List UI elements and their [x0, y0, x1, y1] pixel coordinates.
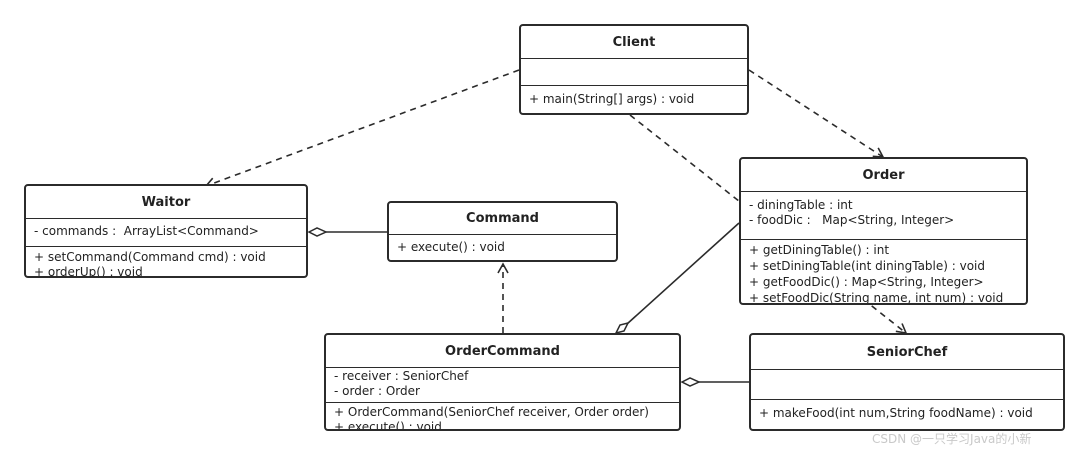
- class-name: Client: [521, 26, 747, 59]
- operations-section: + execute() : void: [389, 235, 616, 257]
- class-name: OrderCommand: [326, 335, 679, 368]
- operations-section: + makeFood(int num,String foodName) : vo…: [751, 400, 1063, 423]
- aggregation-diamond-waitor: [307, 227, 328, 237]
- aggregation-diamond-order: [614, 321, 630, 335]
- attributes-section: - commands : ArrayList<Command>: [26, 219, 306, 247]
- class-name: Order: [741, 159, 1026, 192]
- watermark: CSDN @一只学习Java的小新: [872, 432, 1032, 446]
- operation: + execute() : void: [334, 420, 442, 431]
- operations-section: + getDiningTable() : int + setDiningTabl…: [741, 240, 1026, 305]
- class-name: SeniorChef: [751, 335, 1063, 370]
- operations-section: + main(String[] args) : void: [521, 86, 747, 109]
- operation: + orderUp() : void: [34, 265, 143, 278]
- attributes-section: [751, 370, 1063, 400]
- class-client[interactable]: Client + main(String[] args) : void: [519, 24, 749, 115]
- class-order[interactable]: Order - diningTable : int - foodDic : Ma…: [739, 157, 1028, 305]
- attribute: - foodDic : Map<String, Integer>: [749, 213, 955, 227]
- operation: + getFoodDic() : Map<String, Integer>: [749, 275, 984, 289]
- attribute: - order : Order: [334, 384, 420, 398]
- attribute: - diningTable : int: [749, 198, 853, 212]
- attributes-section: - receiver : SeniorChef - order : Order: [326, 368, 679, 403]
- operation: + setCommand(Command cmd) : void: [34, 250, 266, 264]
- attributes-section: - diningTable : int - foodDic : Map<Stri…: [741, 192, 1026, 240]
- operation: + setFoodDic(String name, int num) : voi…: [749, 291, 1004, 305]
- operation: + execute() : void: [397, 240, 505, 254]
- attribute: - receiver : SeniorChef: [334, 369, 469, 383]
- operation: + makeFood(int num,String foodName) : vo…: [759, 406, 1033, 420]
- class-seniorchef[interactable]: SeniorChef + makeFood(int num,String foo…: [749, 333, 1065, 431]
- operations-section: + setCommand(Command cmd) : void + order…: [26, 247, 306, 278]
- class-name: Command: [389, 203, 616, 235]
- operation: + main(String[] args) : void: [529, 92, 695, 106]
- aggregation-ordercommand-order-line: [626, 222, 740, 325]
- class-ordercommand[interactable]: OrderCommand - receiver : SeniorChef - o…: [324, 333, 681, 431]
- attributes-section: [521, 59, 747, 86]
- class-command[interactable]: Command + execute() : void: [387, 201, 618, 262]
- operations-section: + OrderCommand(SeniorChef receiver, Orde…: [326, 403, 679, 431]
- class-waitor[interactable]: Waitor - commands : ArrayList<Command> +…: [24, 184, 308, 278]
- dependency-client-seniorchef: [629, 114, 908, 335]
- operation: + getDiningTable() : int: [749, 243, 890, 257]
- operation: + setDiningTable(int diningTable) : void: [749, 259, 986, 273]
- aggregation-diamond-seniorchef: [680, 377, 701, 387]
- class-name: Waitor: [26, 186, 306, 219]
- dependency-client-waitor: [204, 69, 520, 189]
- dependency-client-order: [748, 69, 885, 158]
- attribute: - commands : ArrayList<Command>: [34, 224, 259, 238]
- operation: + OrderCommand(SeniorChef receiver, Orde…: [334, 405, 649, 419]
